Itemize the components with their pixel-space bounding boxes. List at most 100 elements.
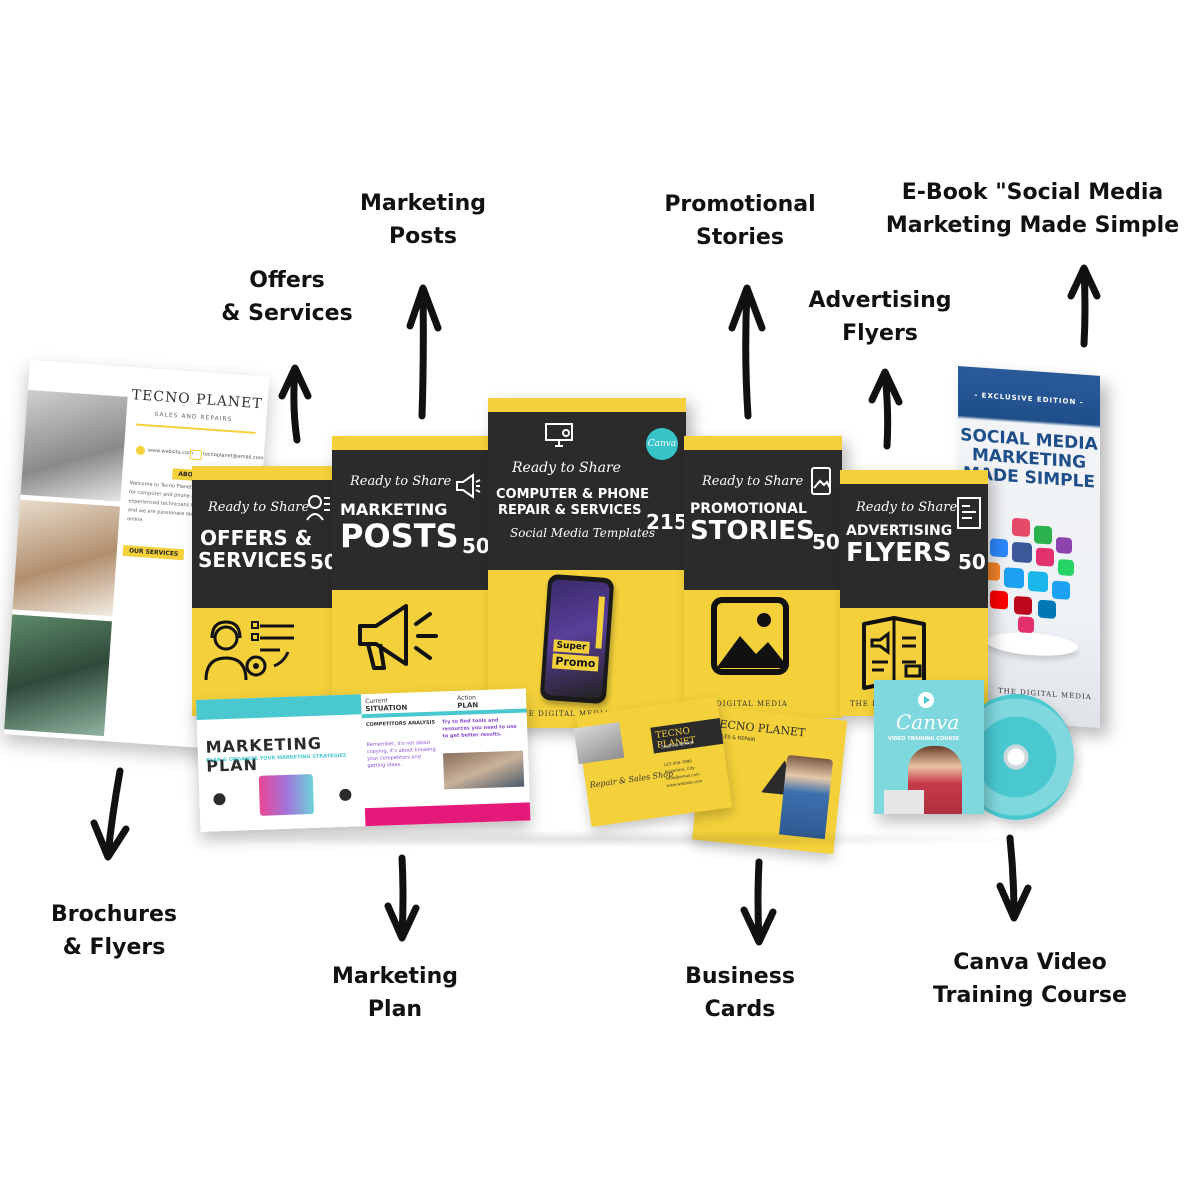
canva-laptop [884,790,924,814]
label-brochures: Brochures & Flyers [40,898,188,964]
label-line: Promotional [664,192,816,217]
plan-photo [443,750,525,790]
arrow-up-icon [406,284,442,420]
box-count: 50 [462,534,490,558]
label-line: Training Course [933,983,1127,1008]
arrow-down-icon [90,767,130,861]
checklist-gear-icon [306,495,330,521]
phone-promo-accent [595,596,606,649]
brochure-rule [135,423,256,434]
business-card-front: TECNO PLANET SALES & REPAIR Repair & Sal… [573,696,733,827]
box-brand: THE DIGITAL MEDIA [516,710,610,718]
brochure-company: TECNO PLANET [131,387,264,413]
plan-right-page: Current SITUATION Action PLAN COMPETITOR… [360,688,531,827]
brochure-photo-phone [12,499,120,617]
label-line: & Services [221,301,353,326]
label-line: Marketing Made Simple [885,213,1180,238]
plan-competitors: COMPETITORS ANALYSIS [365,719,436,729]
brochure-services-badge: OUR SERVICES [122,544,185,561]
label-line: Posts [389,224,457,249]
brochure-tagline: SALES AND REPAIRS [154,410,233,424]
label-business-cards: Business Cards [670,960,810,1026]
label-line: & Flyers [62,935,166,960]
box-script: Ready to Share [350,474,452,489]
box-script: Ready to Share [856,500,958,515]
box-count: 215 [646,510,688,534]
brochure-photo-circuit [4,614,112,737]
box-title-1: PROMOTIONAL [690,501,807,517]
plan-pink-band [364,802,531,827]
plan-left-page: MARKETING PLAN PLAN & ORGANIZE YOUR MARK… [196,694,366,832]
floor-shadow [180,830,1040,848]
canva-logo: Canva [896,710,960,734]
box-promotional-stories: Ready to Share PROMOTIONAL STORIES 50 TH… [684,436,842,718]
label-line: Plan [367,997,423,1022]
web-icon [135,445,146,456]
canva-course-text: VIDEO TRAINING COURSE [888,736,960,742]
box-script: Ready to Share [702,474,804,489]
mail-icon [189,449,203,461]
box-title-1: MARKETING [340,500,448,519]
flyer-icon [957,497,981,529]
label-marketing-plan: Marketing Plan [320,960,470,1026]
box-brand: THE DIGITAL MEDIA [694,700,788,708]
arrow-up-icon [278,364,312,444]
image-icon [711,597,789,675]
ebook: - EXCLUSIVE EDITION - SOCIAL MEDIA MARKE… [958,366,1100,728]
plan-action-plan: PLAN [457,701,479,710]
box-marketing-posts: Ready to Share MARKETING POSTS 50 THE DI… [332,436,492,718]
marketing-plan-booklet: MARKETING PLAN PLAN & ORGANIZE YOUR MARK… [196,688,531,832]
phone-mockup: Super Promo [539,573,615,705]
brochure-website: www.website.com [147,447,194,457]
label-line: Marketing [359,191,487,216]
label-ebook: E-Book "Social Media Marketing Made Simp… [880,176,1185,242]
box-count: 50 [958,550,986,574]
arrow-down-icon [740,858,777,946]
card-laptop-photo [573,722,625,765]
box-subtitle: Social Media Templates [510,526,655,540]
box-title-1: ADVERTISING [846,523,953,539]
social-icons-cluster [982,518,1074,634]
canva-badge: Canva [646,428,678,460]
arrow-down-icon [384,854,420,942]
box-offers-services: Ready to Share OFFERS & SERVICES 50 [192,466,340,716]
brochure-photo-laptop [20,389,128,502]
label-marketing-posts: Marketing Posts [348,187,498,253]
label-line: Cards [704,997,776,1022]
arrow-down-icon [996,834,1032,922]
box-count: 50 [812,530,840,554]
box-title-1: OFFERS & [200,526,313,550]
support-agent-icon [204,620,294,681]
play-triangle [924,696,930,704]
label-canva-course: Canva Video Training Course [925,946,1135,1012]
box-script: Ready to Share [512,460,621,476]
megaphone-icon [358,604,438,670]
label-line: E-Book "Social Media [901,180,1164,205]
brochure-email: tecnoplanet@email.com [202,451,264,462]
box-title-1: COMPUTER & PHONE [496,487,649,502]
plan-remember: Remember, it's not about copying, it's a… [366,739,436,770]
play-icon [918,692,934,708]
label-line: Stories [696,225,784,250]
ebook-edition: - EXCLUSIVE EDITION - [974,391,1084,407]
label-line: Canva Video [953,950,1107,975]
box-title-2: REPAIR & SERVICES [498,503,642,518]
box-title-2: POSTS [340,517,459,555]
label-promotional-stories: Promotional Stories [650,188,830,254]
plan-tip: Try to find tools and resources you need… [441,717,517,740]
plan-dot-icon [339,788,352,802]
box-title-2: STORIES [690,516,815,546]
label-line: Brochures [51,902,177,927]
megaphone-icon [456,473,481,499]
arrow-up-icon [868,368,903,450]
card-person-photo [778,754,834,840]
label-line: Business [685,964,795,989]
label-advertising-flyers: Advertising Flyers [800,284,960,350]
label-line: Offers [249,268,325,293]
plan-illustration [258,773,315,816]
phone-screen: Super Promo [544,579,610,699]
box-title-2: SERVICES [198,548,308,572]
label-offers-services: Offers & Services [212,264,362,330]
plan-dot-icon [213,793,226,806]
card-shop: Repair & Sales Shop [589,769,674,790]
